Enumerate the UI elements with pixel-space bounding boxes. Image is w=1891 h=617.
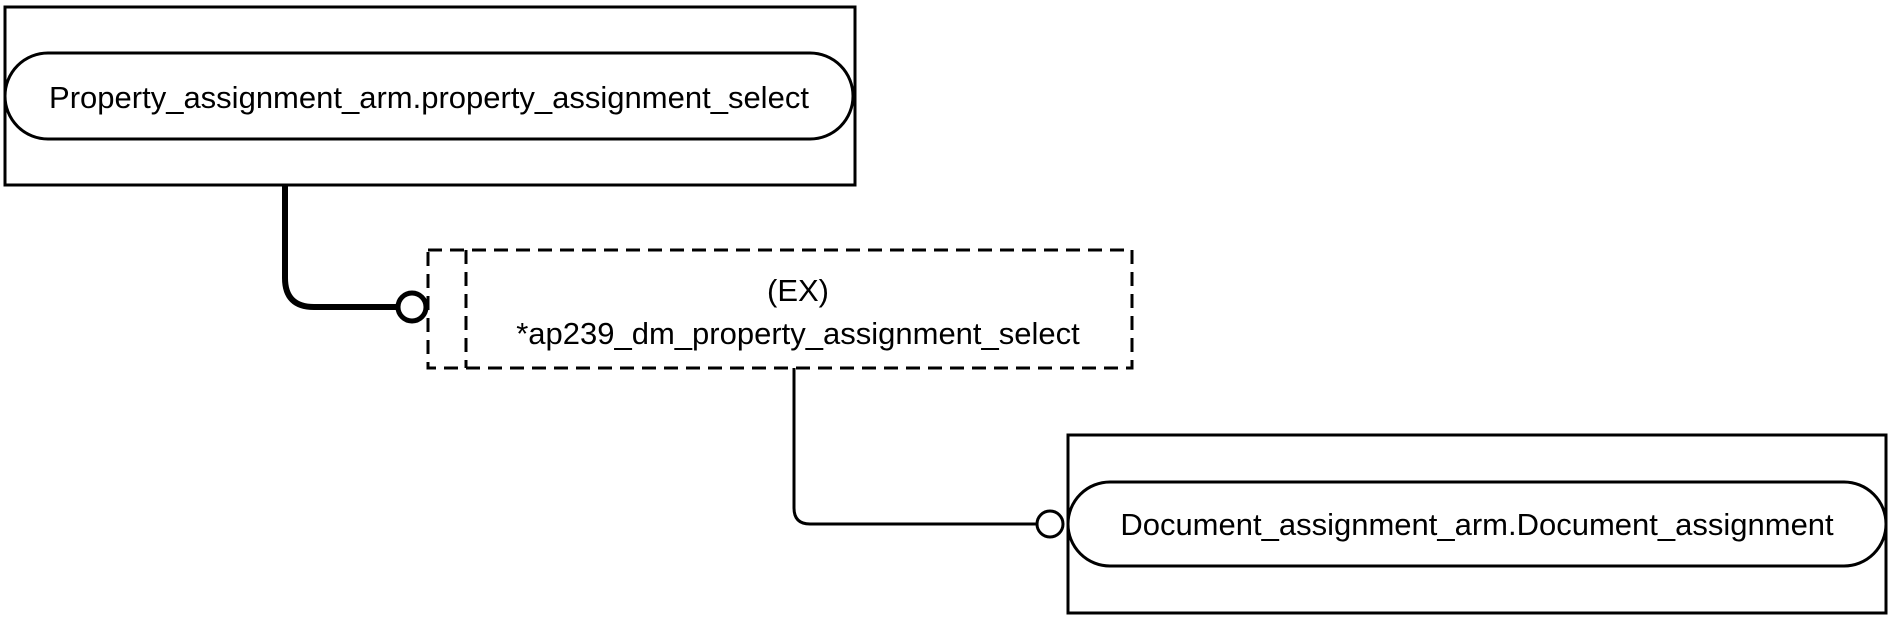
top-entity-pill bbox=[3, 51, 855, 141]
top-entity-label: Property_assignment_arm.property_assignm… bbox=[49, 80, 809, 115]
select-type-frame bbox=[426, 248, 1134, 370]
select-type-box: (EX) *ap239_dm_property_assignment_selec… bbox=[426, 248, 1134, 370]
select-to-bottom-connector bbox=[792, 368, 1036, 526]
bottom-connector-end-circle bbox=[1035, 509, 1065, 539]
bottom-entity-label: Document_assignment_arm.Document_assignm… bbox=[1120, 507, 1834, 542]
top-connector-end-circle bbox=[395, 290, 429, 324]
top-to-select-connector bbox=[282, 185, 398, 310]
bottom-entity-pill bbox=[1066, 480, 1888, 568]
select-type-line1: (EX) bbox=[767, 273, 829, 308]
top-entity: Property_assignment_arm.property_assignm… bbox=[3, 5, 857, 187]
select-type-line2: *ap239_dm_property_assignment_select bbox=[516, 316, 1080, 351]
bottom-entity: Document_assignment_arm.Document_assignm… bbox=[1066, 433, 1888, 615]
